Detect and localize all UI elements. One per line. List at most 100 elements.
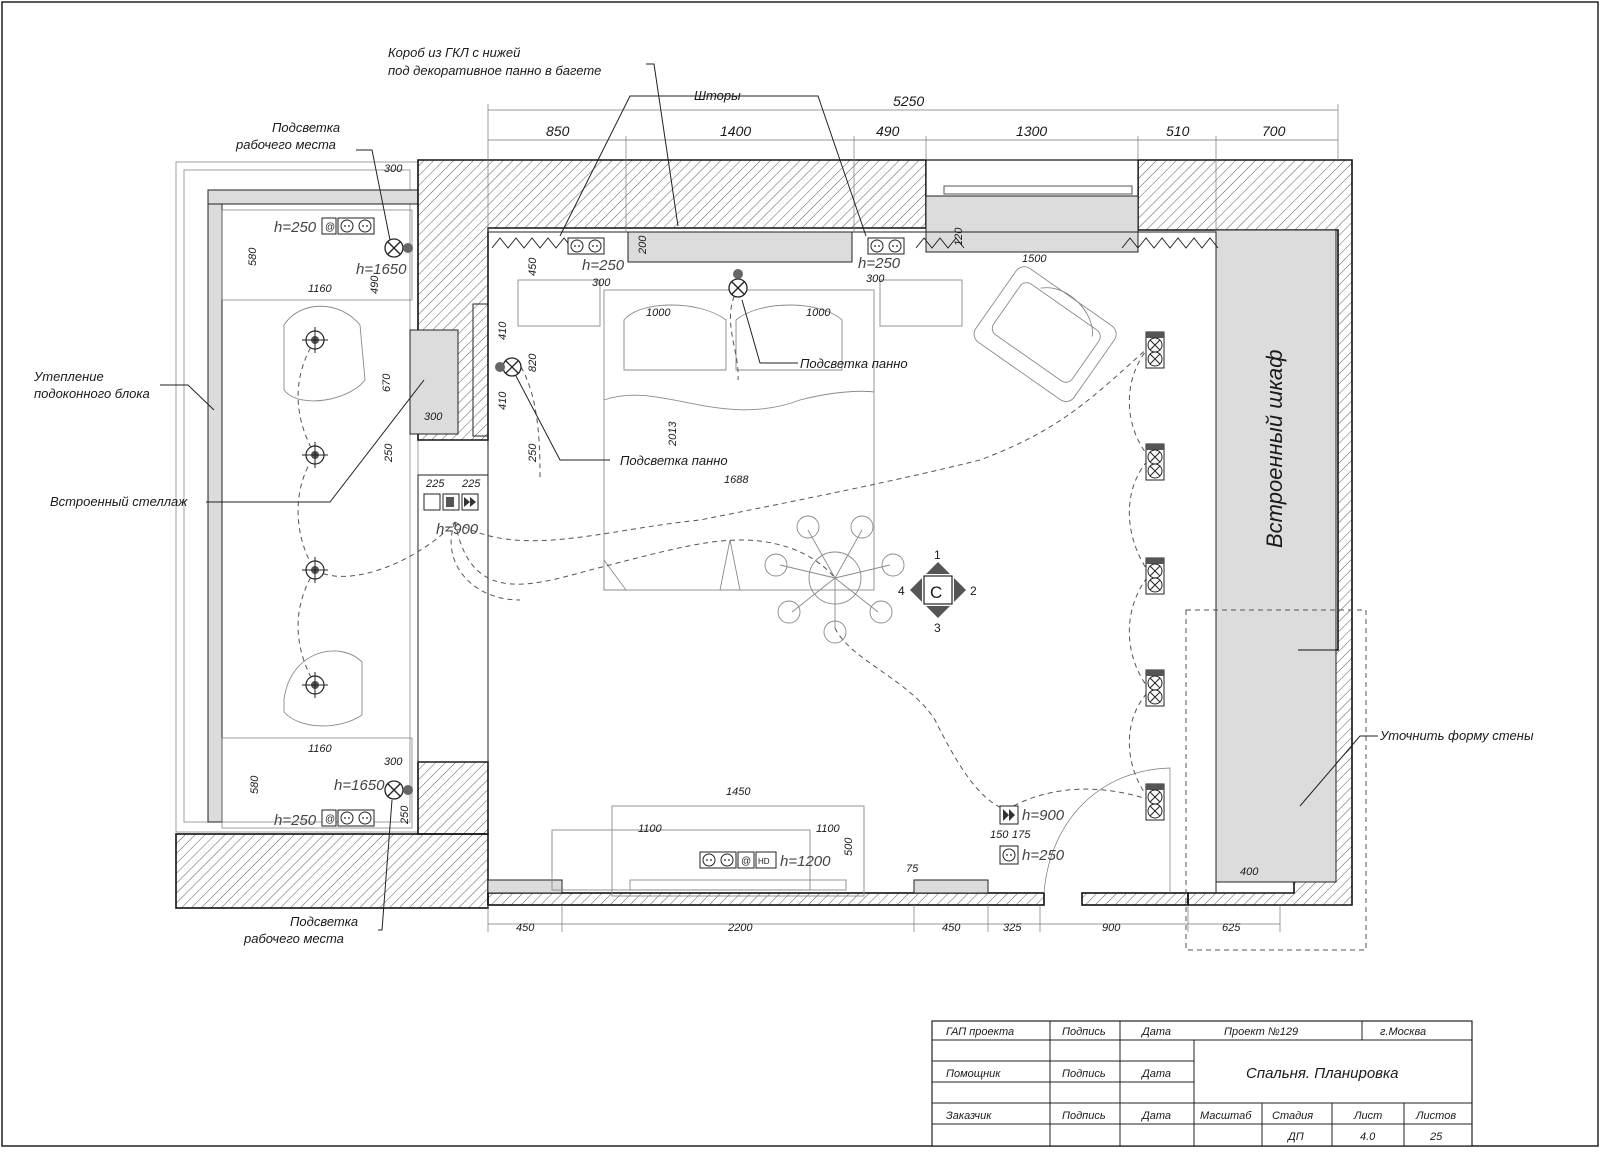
- label-uteplenie-1: Утепление: [33, 369, 104, 384]
- spot-icon: [301, 671, 329, 699]
- compass-n1: 1: [934, 548, 941, 562]
- svg-text:1160: 1160: [308, 283, 333, 295]
- bed: [603, 289, 875, 591]
- svg-text:120: 120: [953, 227, 965, 246]
- height-label: h=1200: [780, 853, 831, 870]
- spot-icon: [301, 556, 329, 584]
- dim-bottom: 450: [942, 922, 961, 934]
- compass-n3: 3: [934, 621, 941, 635]
- svg-text:1100: 1100: [638, 823, 663, 835]
- svg-text:HD: HD: [758, 857, 770, 866]
- svg-text:410: 410: [497, 321, 509, 340]
- door-swing: [1043, 767, 1171, 894]
- height-label: h=250: [858, 255, 901, 272]
- double-spot-icon: [1145, 669, 1165, 707]
- svg-text:300: 300: [866, 273, 885, 285]
- label-shtory: Шторы: [694, 88, 741, 103]
- svg-text:25: 25: [1429, 1131, 1443, 1143]
- chandelier: [764, 515, 905, 644]
- svg-text:Масштаб: Масштаб: [1200, 1110, 1252, 1122]
- svg-text:Дата: Дата: [1140, 1026, 1171, 1038]
- svg-text:75: 75: [906, 863, 919, 875]
- socket-icon: [699, 851, 737, 869]
- svg-text:Подпись: Подпись: [1062, 1068, 1106, 1080]
- svg-text:ДП: ДП: [1286, 1131, 1304, 1143]
- svg-text:4.0: 4.0: [1360, 1131, 1376, 1143]
- height-label: h=900: [436, 521, 479, 538]
- height-label: h=250: [274, 812, 317, 829]
- label-stellazh: Встроенный стеллаж: [50, 494, 188, 509]
- svg-text:250: 250: [399, 805, 411, 825]
- curtain-mid: [915, 237, 965, 249]
- dim-overall: 5250: [893, 93, 924, 109]
- height-label: h=1650: [356, 261, 407, 278]
- label-podsvetka-panno-2: Подсветка панно: [620, 453, 728, 468]
- svg-text:300: 300: [384, 163, 403, 175]
- curtain-right: [1121, 237, 1219, 249]
- svg-text:2013: 2013: [667, 421, 679, 447]
- socket-icon: [999, 845, 1019, 865]
- niche-panel: [472, 303, 489, 437]
- wall-lamp-icon: [384, 238, 404, 258]
- svg-text:1000: 1000: [806, 307, 831, 319]
- compass-n2: 2: [970, 584, 977, 598]
- svg-text:450: 450: [527, 257, 539, 276]
- svg-text:Стадия: Стадия: [1272, 1110, 1313, 1122]
- svg-text:300: 300: [384, 756, 403, 768]
- label-korob-2: под декоративное панно в багете: [388, 63, 601, 78]
- svg-text:200: 200: [637, 235, 649, 255]
- svg-text:580: 580: [247, 247, 259, 266]
- dim-top: 850: [546, 123, 570, 139]
- wall-check-area: [1185, 609, 1367, 951]
- socket-icon: [567, 237, 605, 255]
- svg-text:1160: 1160: [308, 743, 333, 755]
- misc-dimensions: 300 580 1160 490 670 300 250 225 225 410…: [247, 163, 1259, 878]
- svg-text:г.Москва: г.Москва: [1380, 1026, 1426, 1038]
- compass-letter: C: [930, 583, 942, 602]
- height-label: h=900: [1022, 807, 1065, 824]
- dim-top: 1300: [1016, 123, 1047, 139]
- leader-lines: [160, 63, 1378, 931]
- dim-bottom: 625: [1222, 922, 1241, 934]
- room-outline: [487, 231, 1217, 893]
- double-spot-icon: [1145, 331, 1165, 369]
- furniture: [517, 266, 1117, 897]
- label-utochnit: Уточнить форму стены: [1379, 728, 1534, 743]
- dim-top: 700: [1262, 123, 1286, 139]
- socket-icon: [337, 809, 375, 827]
- dim-top: 510: [1166, 123, 1190, 139]
- svg-text:150: 150: [990, 829, 1009, 841]
- spot-icon: [301, 441, 329, 469]
- svg-text:Дата: Дата: [1140, 1068, 1171, 1080]
- svg-text:175: 175: [1012, 829, 1031, 841]
- svg-text:Помощник: Помощник: [946, 1068, 1001, 1080]
- svg-text:Проект №129: Проект №129: [1224, 1026, 1298, 1038]
- svg-text:ГАП проекта: ГАП проекта: [946, 1026, 1014, 1038]
- svg-text:@: @: [325, 814, 335, 825]
- svg-text:225: 225: [425, 478, 445, 490]
- dim-bottom: 900: [1102, 922, 1121, 934]
- socket-icon: [867, 237, 905, 255]
- svg-text:Лист: Лист: [1353, 1110, 1382, 1122]
- compass-n4: 4: [898, 584, 905, 598]
- svg-text:225: 225: [461, 478, 481, 490]
- label-shkaf: Встроенный шкаф: [1262, 350, 1287, 548]
- svg-text:Подпись: Подпись: [1062, 1110, 1106, 1122]
- svg-text:410: 410: [497, 391, 509, 410]
- svg-text:@: @: [741, 856, 751, 867]
- socket-icon: [337, 217, 375, 235]
- svg-text:@: @: [325, 222, 335, 233]
- height-label: h=250: [1022, 847, 1065, 864]
- svg-text:Заказчик: Заказчик: [946, 1110, 992, 1122]
- double-spot-icon: [1145, 783, 1165, 821]
- svg-text:1688: 1688: [724, 474, 749, 486]
- svg-text:670: 670: [381, 373, 393, 392]
- wall-lamp-icon: [384, 780, 404, 800]
- armchair: [973, 266, 1117, 402]
- svg-text:820: 820: [527, 353, 539, 372]
- svg-text:1100: 1100: [816, 823, 841, 835]
- double-spot-icon: [1145, 557, 1165, 595]
- walls: [175, 159, 1353, 909]
